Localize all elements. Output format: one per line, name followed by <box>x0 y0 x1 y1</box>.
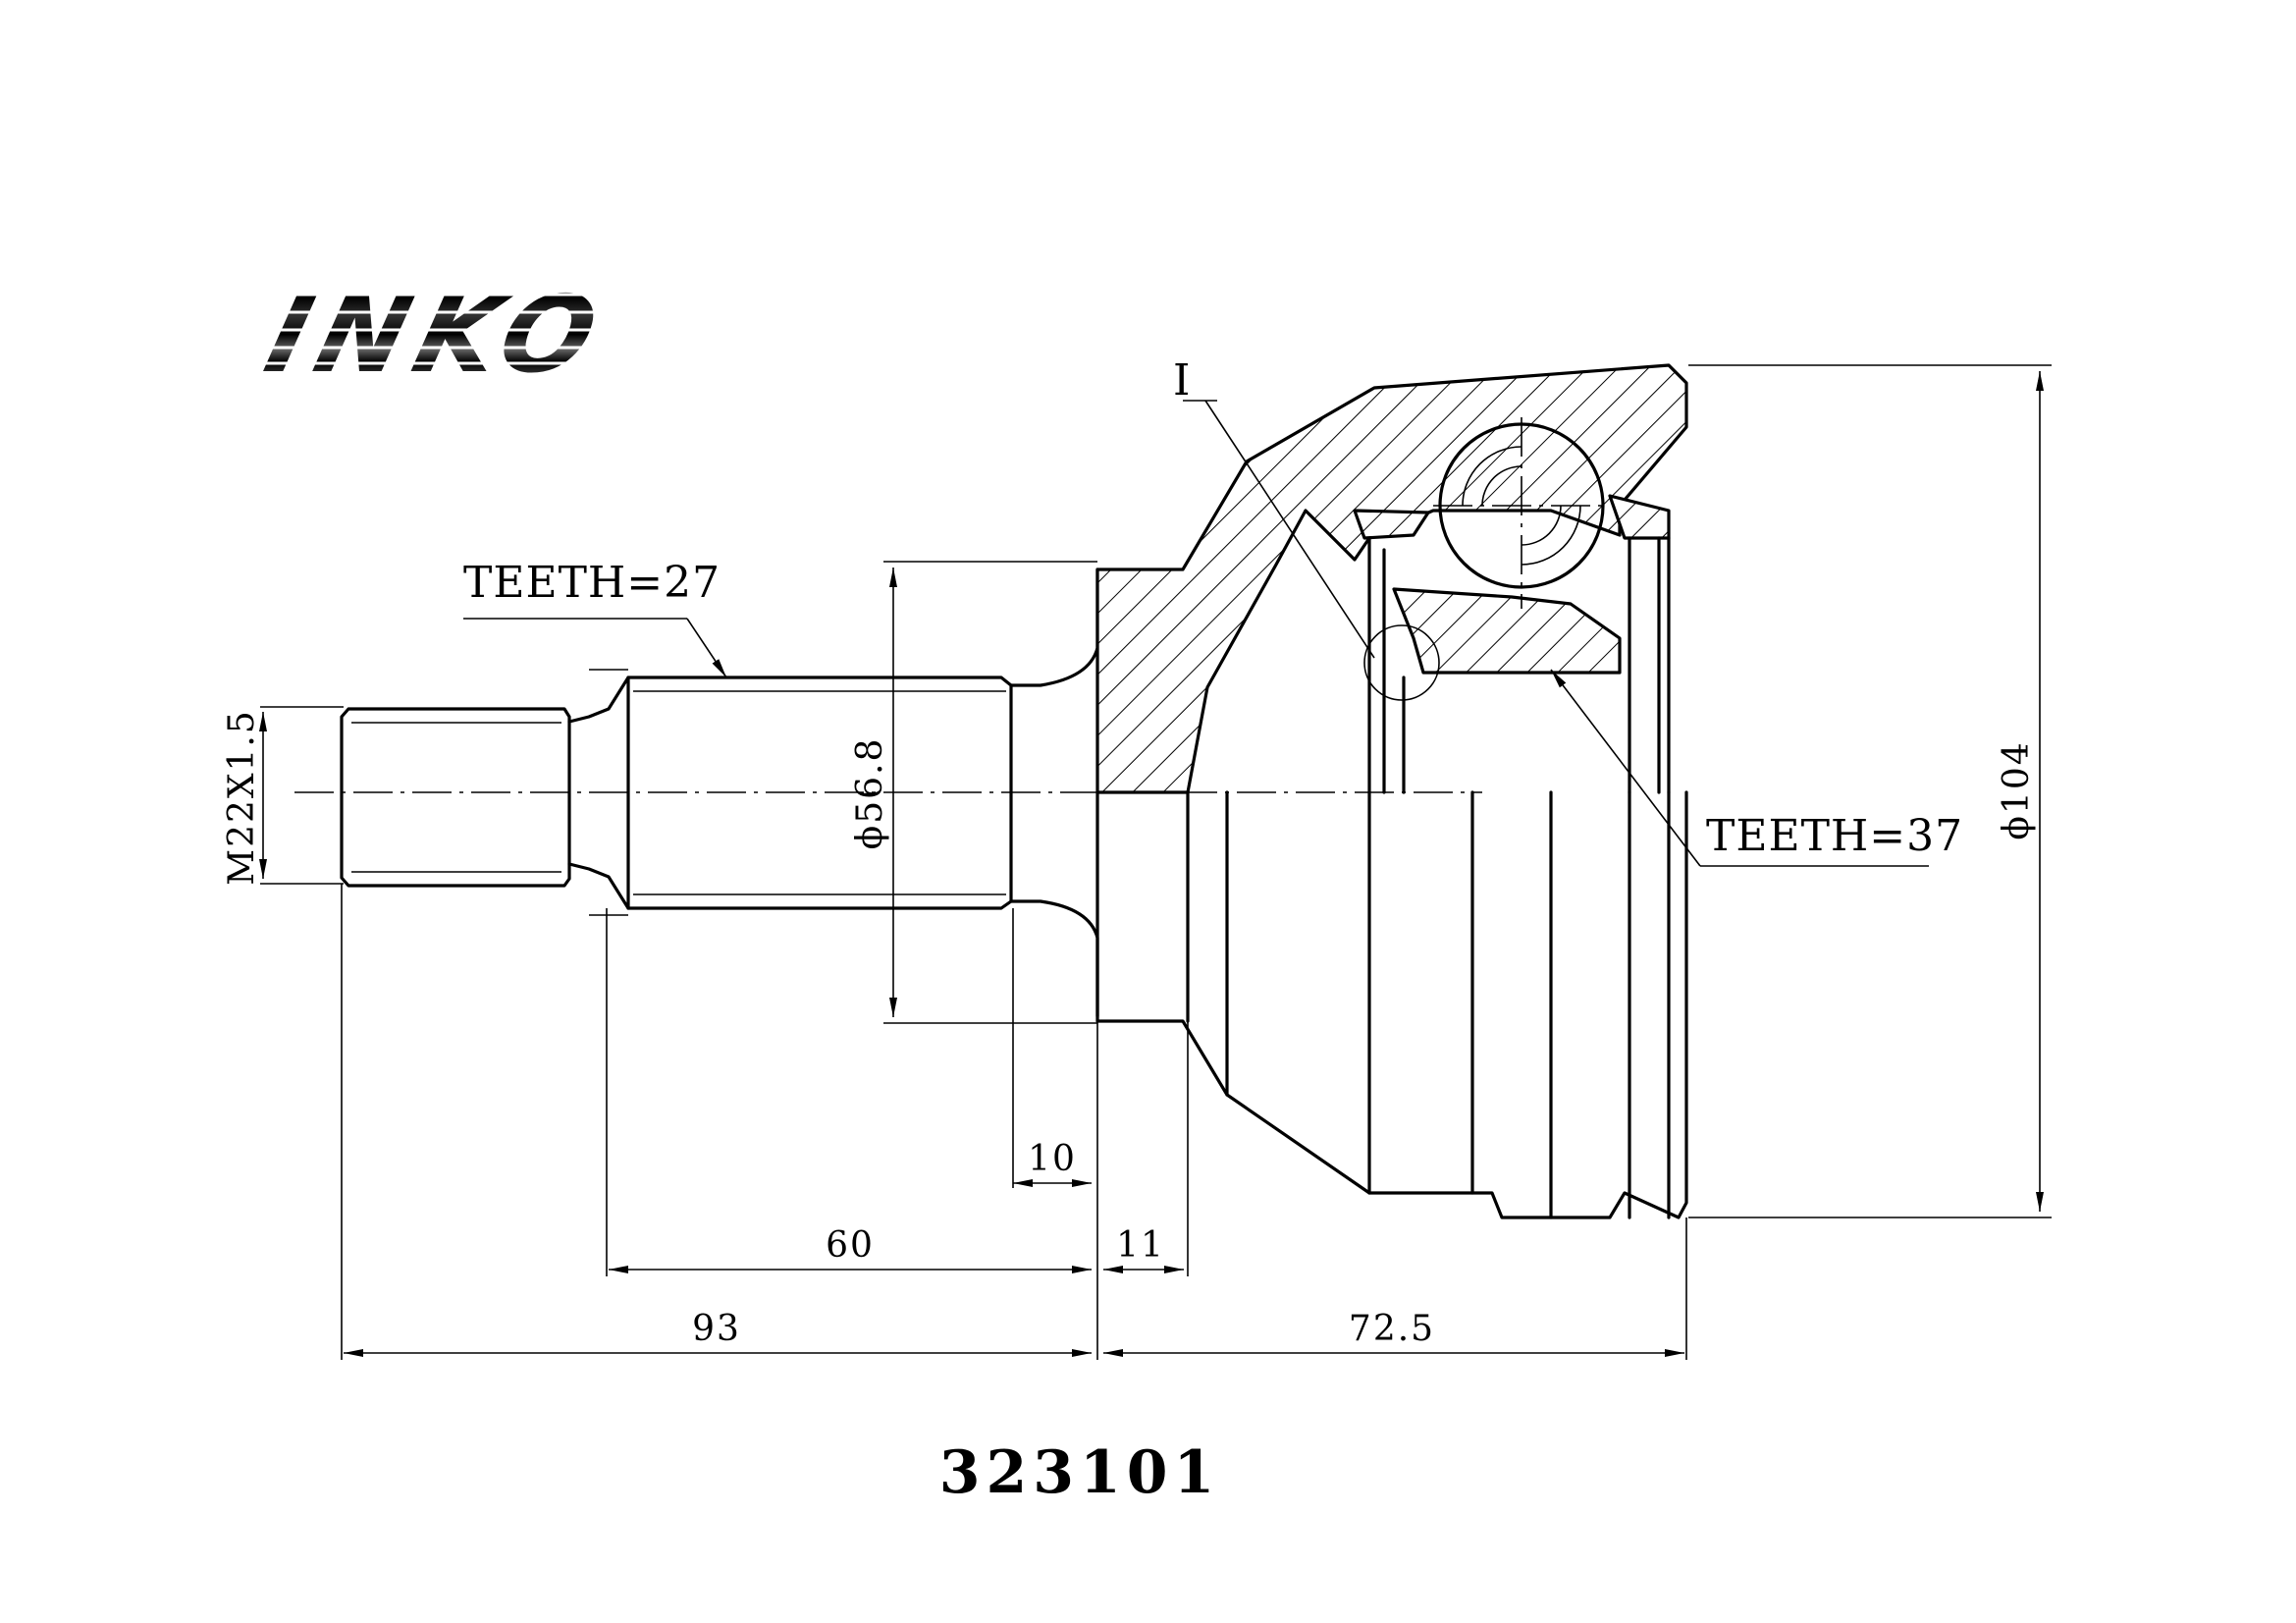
spline-diameter-dimension: ϕ56.8 <box>850 737 890 850</box>
ball-bearing <box>1433 417 1610 609</box>
thread-dimension: M22X1.5 <box>222 709 262 886</box>
detail-marker-label: I <box>1173 355 1191 406</box>
logo-streaks <box>255 293 707 365</box>
dimension-lines <box>259 364 2052 1360</box>
teeth-37-label: TEETH=37 <box>1706 811 1963 861</box>
part-number: 323101 <box>939 1438 1221 1507</box>
flange-width-dimension: 11 <box>1116 1225 1165 1266</box>
callout-leaders <box>463 618 1929 867</box>
body-length-dimension: 72.5 <box>1349 1309 1435 1349</box>
detail-leader <box>1204 400 1375 659</box>
collar-width-dimension: 10 <box>1028 1139 1077 1179</box>
detail-circle <box>1363 624 1440 701</box>
outer-diameter-dimension: ϕ104 <box>1997 740 2037 839</box>
splined-shaft <box>589 568 1099 1018</box>
logo-text: INKO <box>254 273 618 397</box>
shaft-length-dimension: 93 <box>692 1309 741 1349</box>
inko-logo: INKO <box>254 273 707 397</box>
housing-outline <box>1095 790 1688 1219</box>
teeth-27-label: TEETH=27 <box>463 558 721 608</box>
threaded-end <box>340 676 630 910</box>
spline-length-dimension: 60 <box>826 1225 875 1266</box>
housing-section <box>1095 363 1688 794</box>
